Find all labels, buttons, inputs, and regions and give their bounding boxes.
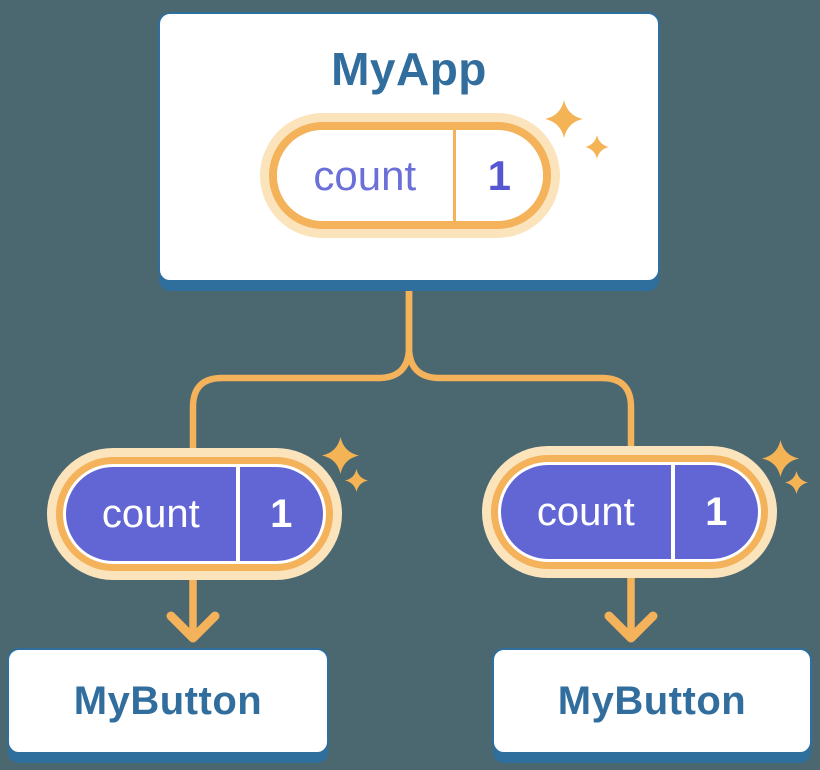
prop-name-label: count (536, 489, 635, 534)
child-prop-pill-left: count 1 (47, 448, 342, 580)
branch-left-connector (189, 284, 413, 458)
sparkle-icon (785, 471, 808, 494)
prop-value-label: 1 (705, 489, 728, 534)
arrow-down-icon (166, 611, 220, 643)
child-component-title: MyButton (73, 678, 263, 723)
pill-divider (235, 467, 240, 561)
arrow-down-icon (604, 611, 658, 643)
pill-border: count 1 (269, 122, 551, 229)
pill-divider (670, 465, 675, 559)
state-name-label: count (313, 151, 417, 199)
pill-border: count 1 (56, 457, 333, 571)
prop-value-label: 1 (270, 491, 293, 536)
sparkle-icon (345, 469, 368, 492)
pill-divider (452, 130, 456, 221)
root-state-pill: count 1 (260, 113, 560, 238)
sparkle-icon (322, 437, 359, 474)
child-component-card-left: MyButton (7, 648, 329, 754)
child-component-card-right: MyButton (492, 648, 812, 754)
branch-right-connector (405, 284, 635, 458)
child-prop-pill-right: count 1 (482, 446, 777, 578)
sparkle-icon (585, 135, 609, 159)
pill-border: count 1 (491, 455, 768, 569)
sparkle-icon (545, 100, 583, 138)
prop-name-label: count (101, 491, 200, 536)
sparkle-icon (762, 440, 799, 477)
root-component-title: MyApp (331, 43, 487, 95)
state-value-label: 1 (487, 151, 511, 199)
child-component-title: MyButton (557, 678, 747, 723)
